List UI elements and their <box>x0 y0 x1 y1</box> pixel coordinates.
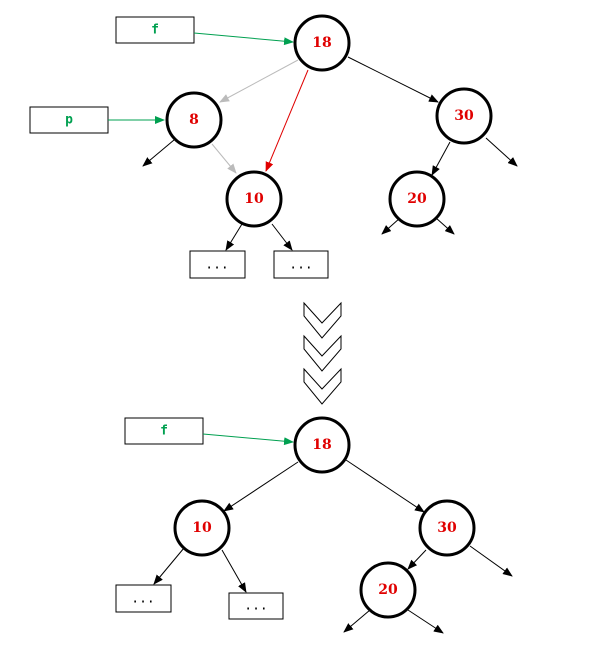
node-30-label: 30 <box>437 520 457 536</box>
subtree-left-label: ... <box>131 592 154 607</box>
subtree-left-label: ... <box>205 258 228 273</box>
edge-30-null-right <box>485 137 518 167</box>
pointer-f-label: f <box>160 424 168 439</box>
edge-20-null-left <box>343 609 371 633</box>
node-20-label: 20 <box>407 191 427 207</box>
node-18-label: 18 <box>312 35 331 51</box>
node-18: 18 <box>293 14 351 72</box>
edge-10-to-left-subtree <box>225 223 243 251</box>
edge-18-to-30 <box>347 56 439 103</box>
pointer-f-box: f <box>124 417 204 445</box>
before-tree: f p 18 8 10 30 20 <box>29 14 518 279</box>
subtree-box-right: ... <box>228 592 284 620</box>
edge-18-to-8 <box>219 59 299 103</box>
node-10: 10 <box>225 170 283 228</box>
node-30: 30 <box>435 87 493 145</box>
node-18-label: 18 <box>312 437 331 453</box>
pointer-f-label: f <box>151 23 159 38</box>
edge-18-to-30 <box>345 459 425 513</box>
edge-20-null-right <box>407 609 444 634</box>
node-8-label: 8 <box>189 112 199 128</box>
subtree-box-left: ... <box>115 584 172 613</box>
subtree-box-left: ... <box>189 250 246 279</box>
node-20-label: 20 <box>378 582 398 598</box>
after-tree: f 18 10 30 20 ... ... <box>115 416 513 634</box>
edge-18-to-10 <box>223 461 299 512</box>
node-10-label: 10 <box>244 191 264 207</box>
pointer-f-box: f <box>115 16 195 44</box>
edge-10-to-right-subtree <box>221 549 247 593</box>
node-10: 10 <box>173 499 231 557</box>
edge-10-to-right-subtree <box>271 223 293 251</box>
edge-8-null-left <box>142 139 175 167</box>
edge-30-to-20 <box>431 141 451 176</box>
edge-30-to-20 <box>407 549 427 570</box>
transition-arrow <box>303 301 342 405</box>
chevron-down-icon <box>303 301 342 339</box>
pointer-p-box: p <box>29 106 109 134</box>
subtree-right-label: ... <box>289 258 312 273</box>
pointer-f-arrow <box>202 433 294 446</box>
chevron-down-icon <box>303 367 342 405</box>
edge-10-to-left-subtree <box>153 547 185 585</box>
edge-18-to-10-redirect <box>265 69 309 172</box>
pointer-f-arrow <box>193 32 294 46</box>
chevron-down-icon <box>303 334 342 372</box>
pointer-p-label: p <box>65 113 73 128</box>
subtree-box-right: ... <box>273 250 329 279</box>
node-30: 30 <box>418 499 476 557</box>
edge-20-null-right <box>435 217 455 235</box>
node-8: 8 <box>165 91 223 149</box>
node-30-label: 30 <box>454 108 474 124</box>
edge-20-null-left <box>381 217 401 235</box>
edge-8-to-10 <box>211 143 237 174</box>
subtree-right-label: ... <box>244 599 267 614</box>
node-20: 20 <box>359 561 417 619</box>
node-20: 20 <box>388 170 446 228</box>
edge-30-null-right <box>469 545 513 577</box>
node-18: 18 <box>293 416 351 474</box>
node-10-label: 10 <box>192 520 212 536</box>
